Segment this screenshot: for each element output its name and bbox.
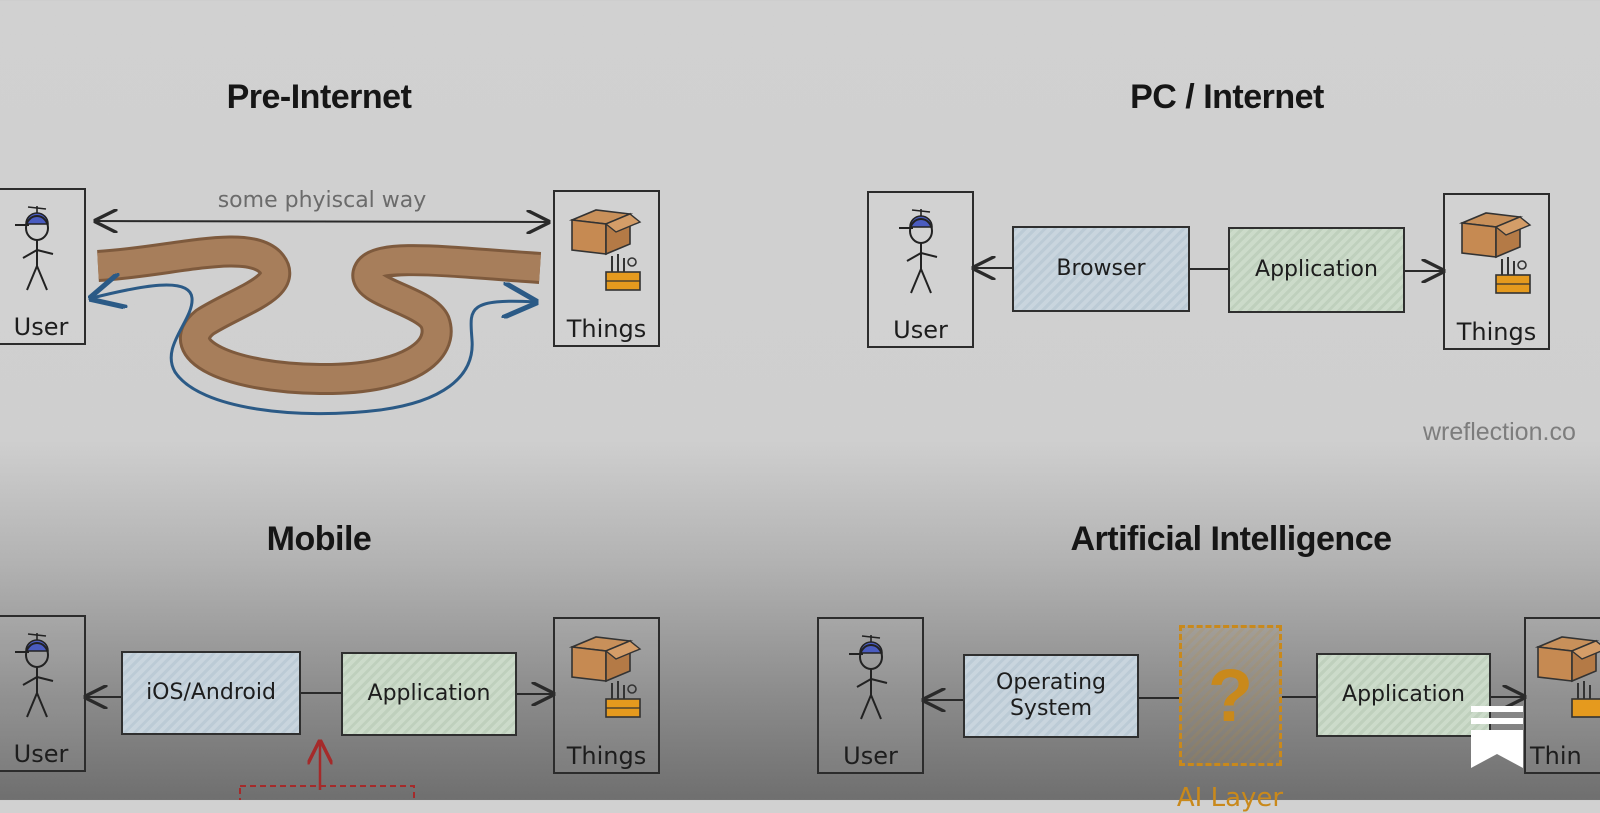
things-label: Thin [1530, 742, 1582, 770]
ai-layer-label: AI Layer [1176, 783, 1284, 813]
things-card-pre-internet: Things [553, 190, 660, 347]
toolbox-icon [1495, 257, 1531, 294]
things-card-mobile: Things [553, 617, 660, 774]
cardboard-box-icon [568, 209, 642, 291]
title-pre-internet: Pre-Internet [226, 78, 412, 116]
stick-figure-icon [898, 209, 937, 294]
return-path-arrow [92, 285, 535, 416]
operating-system-label-line2: System [1009, 696, 1093, 721]
toolbox-icon [605, 254, 641, 291]
ios-android-label: iOS/Android [146, 679, 276, 705]
browser-label: Browser [1056, 255, 1146, 281]
operating-system-box: Operating System [963, 654, 1139, 738]
ios-android-box: iOS/Android [121, 651, 301, 735]
things-label: Things [1456, 318, 1537, 346]
toolbox-icon [605, 681, 641, 718]
user-label: User [893, 316, 948, 344]
things-label: Things [566, 742, 647, 770]
user-card-ai: User [817, 617, 924, 774]
browser-box: Browser [1012, 226, 1190, 312]
application-label: Application [1255, 256, 1378, 282]
cardboard-box-icon [1458, 212, 1532, 294]
bookmark-icon[interactable] [1469, 704, 1525, 770]
stick-figure-icon [848, 635, 887, 720]
ai-layer-unknown-box: ? [1179, 625, 1282, 766]
cardboard-box-icon [1534, 636, 1600, 718]
watermark: wreflection.co [1423, 418, 1576, 446]
user-label: User [13, 740, 69, 768]
application-label: Application [367, 680, 491, 706]
cardboard-box-icon [568, 636, 642, 718]
user-card-pc: User [867, 191, 974, 348]
stick-figure-icon [14, 633, 53, 718]
title-ai: Artificial Intelligence [1070, 520, 1392, 558]
physical-way-caption: some phyiscal way [217, 188, 427, 213]
application-box-pc: Application [1228, 227, 1405, 313]
user-card-mobile: User [0, 615, 86, 772]
application-label: Application [1342, 681, 1465, 707]
stick-figure-icon [14, 206, 53, 291]
title-mobile: Mobile [266, 520, 372, 558]
winding-road-fill [97, 238, 541, 393]
physical-way-arrow [96, 221, 548, 222]
user-label: User [13, 313, 69, 341]
things-card-pc: Things [1443, 193, 1550, 350]
mobile-callout-box [239, 785, 415, 800]
user-card-pre-internet: User [0, 188, 86, 345]
application-box-mobile: Application [341, 652, 517, 736]
question-mark-icon: ? [1207, 654, 1254, 737]
things-card-ai: Thin [1524, 617, 1600, 774]
operating-system-label-line1: Operating [996, 669, 1106, 695]
title-pc-internet: PC / Internet [1130, 78, 1324, 116]
application-box-ai: Application [1316, 653, 1491, 737]
user-label: User [843, 742, 898, 770]
toolbox-icon [1571, 681, 1600, 718]
things-label: Things [566, 315, 647, 343]
